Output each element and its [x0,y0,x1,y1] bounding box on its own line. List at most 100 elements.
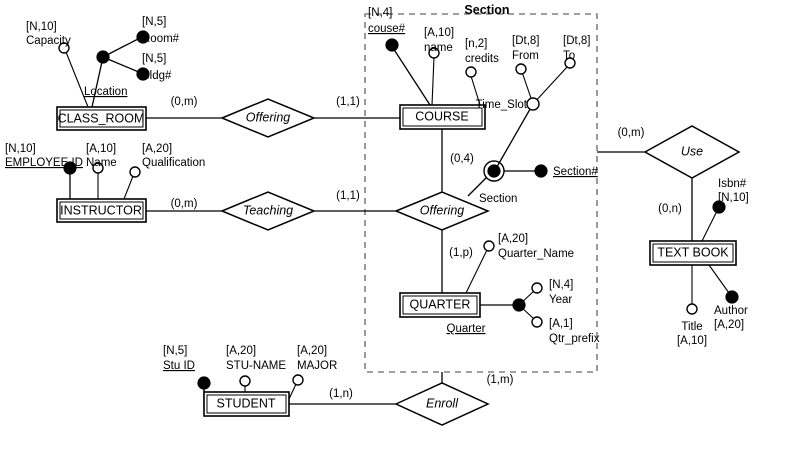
attribute-section-ring [483,160,505,182]
attribute-employee-id-label: EMPLOYEE ID [5,157,83,169]
attribute-major-type: [A,20] [297,345,327,357]
relationship-offering-top-label: Offering [246,110,291,124]
attribute-isbn-type: [N,10] [718,192,749,204]
cardinality-use-section: (0,m) [618,127,645,139]
line-course-no [392,47,431,106]
attribute-stu-name-label: STU-NAME [226,360,286,372]
attribute-author-type: [A,20] [714,319,744,331]
line-to [532,65,569,105]
line-room [102,37,141,58]
entity-student-inner [206,394,287,414]
entity-text-book-label: TEXT BOOK [657,245,729,259]
attribute-location-node [96,50,110,64]
attribute-from-type: [Dt,8] [512,35,539,47]
entity-class-room-inner [59,109,144,128]
entity-quarter[interactable] [399,292,481,318]
attribute-stu-name-type: [A,20] [226,345,256,357]
entity-quarter-label: QUARTER [410,297,471,311]
line-course-name [431,56,435,106]
entity-quarter-inner [402,295,478,315]
relationship-enroll-label: Enroll [426,396,459,410]
relationship-use-label: Use [681,144,703,158]
attribute-to-label: To [563,50,575,62]
attribute-bldg-node [136,67,150,81]
entity-class-room-label: CLASS_ROOM [58,111,145,125]
attribute-credits-label: credits [465,53,499,65]
line-author [708,264,730,294]
cardinality-offering-course: (1,1) [336,96,360,108]
cardinality-student-enroll: (1,n) [329,388,353,400]
attribute-year-node [531,282,543,294]
attribute-year-type: [N,4] [549,279,573,291]
attribute-inst-name-type: [A,10] [86,143,116,155]
cardinality-enroll-section: (1,m) [487,374,514,386]
attribute-capacity-node [58,42,70,54]
attribute-title-label: Title [681,321,702,333]
relationship-offering-mid-label: Offering [420,203,465,217]
attribute-stu-name-node [239,375,251,387]
attribute-stu-id-type: [N,5] [163,345,187,357]
entity-student-label: STUDENT [216,396,275,410]
cardinality-instructor-teaching: (0,m) [171,198,198,210]
cardinality-teaching-section: (1,1) [336,190,360,202]
relationship-enroll[interactable] [394,382,490,426]
attribute-major-label: MAJOR [297,360,337,372]
entity-instructor-label: INSTRUCTOR [60,203,142,217]
attribute-credits-node [465,66,477,78]
attribute-quarter-key-node [512,298,526,312]
attribute-title-node [686,303,698,315]
attribute-credits-type: [n,2] [465,38,487,50]
relationship-offering-mid[interactable] [394,191,490,231]
entity-course-label: COURSE [415,109,468,123]
attribute-isbn-node [712,200,726,214]
cardinality-offering-quarter: (1,p) [449,247,473,259]
entity-text-book-inner [652,243,734,263]
attribute-course-name-node [428,47,440,59]
attribute-quarter-name-node [483,240,495,252]
attribute-location-label: Location [84,86,127,98]
line-timeslot-section [493,103,534,173]
relationship-use[interactable] [643,125,741,179]
attribute-course-name-label: name [424,42,453,54]
attribute-inst-name-node [92,162,104,174]
line-isbn [701,210,718,242]
relationship-teaching-label: Teaching [243,203,293,217]
line-quarter-name [465,249,488,294]
entity-text-book[interactable] [649,240,737,266]
attribute-year-label: Year [549,294,572,306]
line-credits [470,75,481,106]
line-location [91,56,104,108]
attribute-capacity-type: [N,10] [26,21,57,33]
line-qualification [123,175,134,200]
cardinality-course-offering-mid: (0,4) [450,153,474,165]
attribute-to-type: [Dt,8] [563,35,590,47]
section-region-title: Section [464,3,509,17]
attribute-course-no-type: [N,4] [368,7,392,19]
cardinality-classroom-offering: (0,m) [171,96,198,108]
attribute-room-node [136,30,150,44]
entity-course-inner [402,107,483,127]
attribute-qualification-type: [A,20] [142,143,172,155]
cardinality-use-textbook: (0,n) [658,203,682,215]
attribute-title-type: [A,10] [677,335,707,347]
attribute-section-number-label: Section# [553,166,598,178]
attribute-room-type: [N,5] [142,16,166,28]
attribute-quarter-key-label: Quarter [447,323,486,335]
attribute-employee-id-node [63,161,77,175]
attribute-to-node [564,57,576,69]
attribute-capacity-label: Capacity [26,35,71,47]
section-region-boundary [364,13,598,373]
line-bldg [102,56,142,74]
attribute-qualification-label: Qualification [142,157,205,169]
attribute-author-label: Author [714,305,748,317]
attribute-stu-id-label: Stu ID [163,360,195,372]
attribute-qtr-prefix-node [531,316,543,328]
attribute-from-node [515,63,527,75]
attribute-isbn-label: Isbn# [718,178,747,190]
attribute-section-number-node [534,164,548,178]
attribute-course-name-type: [A,10] [424,27,454,39]
entity-instructor-inner [59,201,144,220]
attribute-author-node [725,290,739,304]
